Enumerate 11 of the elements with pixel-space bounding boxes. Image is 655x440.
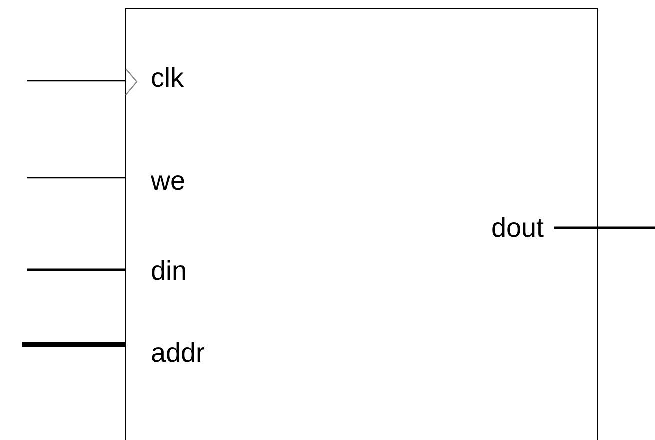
port-label: addr: [126, 340, 206, 367]
module-block: [125, 8, 598, 440]
port-label: dout: [491, 215, 555, 242]
signal-wire: [22, 342, 126, 348]
port-label: din: [126, 258, 188, 285]
signal-wire: [27, 177, 126, 179]
signal-wire: [554, 226, 655, 230]
port-label: we: [126, 168, 186, 195]
signal-wire: [27, 268, 126, 272]
port-label: clk: [126, 65, 184, 92]
signal-wire: [27, 80, 126, 82]
